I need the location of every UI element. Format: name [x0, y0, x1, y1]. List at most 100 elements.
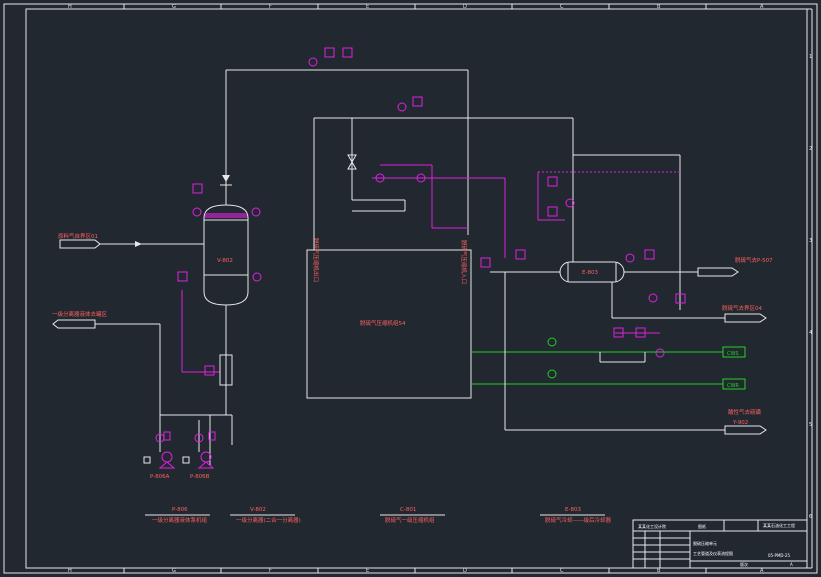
row-number: 4 [809, 330, 812, 336]
equipment-tag: E-803 [565, 507, 581, 513]
col-letter: E [366, 4, 369, 10]
title-project: 某某石油化工工程 [763, 522, 795, 528]
col-letter: C [560, 4, 564, 10]
equipment-name: 脱硫气一级压缩机组 [385, 516, 435, 524]
row-number: 1 [809, 54, 812, 60]
gauge-icon [547, 369, 557, 379]
gauge-icon [192, 207, 202, 217]
equipment-tag: V-802 [250, 507, 266, 513]
transmitter-icon [480, 257, 491, 268]
row-numbers: 1 2 3 4 5 6 [809, 54, 812, 520]
pump-b-tag: P-806B [190, 474, 210, 480]
col-letter: F [269, 4, 272, 10]
col-letter: D [463, 568, 467, 574]
drawing-number: 05-PMD-25 [768, 553, 790, 558]
equipment-name: 一级分离器液体泵机组 [152, 516, 208, 524]
outlet-arrow-icon [52, 319, 96, 329]
equipment-name: 脱硫气冷却——级后冷却器 [545, 516, 612, 524]
stream-raw-gas: 原料气自界区01 [58, 232, 98, 240]
pump-a: P-806A [150, 451, 176, 480]
gauge-icon [308, 57, 318, 67]
equipment-list: P-806 一级分离器液体泵机组 V-802 一级分离器(二合一分离器) C-8… [145, 507, 612, 524]
gauge-icon [251, 207, 261, 217]
col-letter: H [68, 568, 72, 574]
rev-value: A [790, 562, 793, 567]
exchanger-e803: E-803 [559, 261, 625, 283]
gauge-icon [397, 102, 407, 112]
title-company: 某某化工设计院 [638, 523, 666, 529]
col-letter: E [366, 568, 369, 574]
transmitter-icon [515, 249, 526, 260]
gauge-icon [547, 337, 557, 347]
transmitter-icon [675, 293, 686, 304]
compressor-label: 脱硫气压缩机组54 [360, 319, 406, 327]
stream-gas-unit: 脱硫气去界区04 [722, 304, 762, 312]
column-letters-top: H G F E D C B A [68, 4, 764, 10]
stream-liquid: 一级分离器液体去罐区 [52, 310, 108, 318]
col-letter: G [172, 568, 176, 574]
outlet-arrow-icon [724, 425, 767, 435]
compressor-package-box [306, 249, 472, 399]
col-letter: A [760, 4, 764, 10]
separator-tag: V-802 [217, 258, 233, 264]
row-number: 2 [809, 146, 812, 152]
gauge-icon [655, 348, 665, 358]
gauge-icon [565, 198, 575, 208]
transmitter-icon [547, 176, 558, 187]
transmitter-icon [204, 365, 215, 376]
rev-label: 版次 [740, 561, 748, 567]
demister-pad [205, 213, 247, 218]
outer-frame [3, 3, 818, 574]
equipment-tag: P-806 [172, 507, 188, 513]
inlet-arrow-icon [59, 239, 101, 249]
cwr-tag: CWR [727, 383, 739, 389]
transmitter-icon [342, 47, 353, 58]
exchanger-tag: E-803 [582, 270, 598, 276]
transmitter-icon [613, 327, 624, 338]
column-letters-bottom: H G F E D C B A [68, 568, 764, 574]
col-letter: G [172, 4, 176, 10]
row-number: 3 [809, 238, 812, 244]
separator-v802: V-802 [203, 204, 249, 306]
transmitter-icon [635, 327, 646, 338]
equipment-name: 一级分离器(二合一分离器) [236, 516, 301, 524]
valve-icon [347, 154, 357, 170]
gauge-icon [252, 272, 262, 282]
gauge-icon [375, 173, 385, 183]
cwr-tag-box [722, 378, 746, 390]
row-number: 5 [809, 422, 812, 428]
transmitter-icon [177, 271, 188, 282]
col-letter: F [269, 568, 272, 574]
stream-acid-gas-tag: Y-902 [732, 420, 748, 426]
transmitter-icon [412, 96, 423, 107]
check-valve-icon [135, 241, 142, 247]
column-ticks [123, 4, 707, 573]
transmitter-icon [644, 249, 655, 260]
row-number: 6 [809, 514, 812, 520]
col-letter: C [560, 568, 564, 574]
pump-b: P-806B [190, 451, 215, 480]
col-letter: D [463, 4, 467, 10]
title-line1: 脱硫压缩单元 [693, 540, 717, 546]
transmitter-icon [547, 206, 558, 217]
check-valve-icon [222, 175, 230, 182]
equipment-tag: C-801 [400, 507, 416, 513]
title-line2: 工艺管道及仪表流程图 [693, 550, 733, 556]
col-letter: B [657, 4, 661, 10]
gauge-icon [648, 293, 658, 303]
outlet-arrow-icon [697, 267, 739, 277]
gauge-icon [194, 433, 204, 443]
stream-acid-gas: 酸性气去硫磺 [728, 408, 762, 416]
outlet-arrow-icon [724, 313, 767, 323]
compressor-inlet-vertical: 脱硫气压缩机入口 [460, 240, 468, 284]
compressor-outlet-vertical: 脱硫气压缩机出口 [312, 238, 320, 282]
title-drawing-type: 图纸 [698, 523, 706, 529]
cws-tag-box [722, 346, 746, 358]
stream-gas-next: 脱硫气去P-507 [735, 256, 773, 264]
cws-tag: CWS [727, 351, 739, 357]
gauge-icon [625, 253, 635, 263]
instrument-group-separator [155, 47, 423, 443]
transmitter-icon [192, 183, 203, 194]
title-block: 某某化工设计院 图纸 某某石油化工工程 脱硫压缩单元 工艺管道及仪表流程图 05… [632, 519, 808, 569]
